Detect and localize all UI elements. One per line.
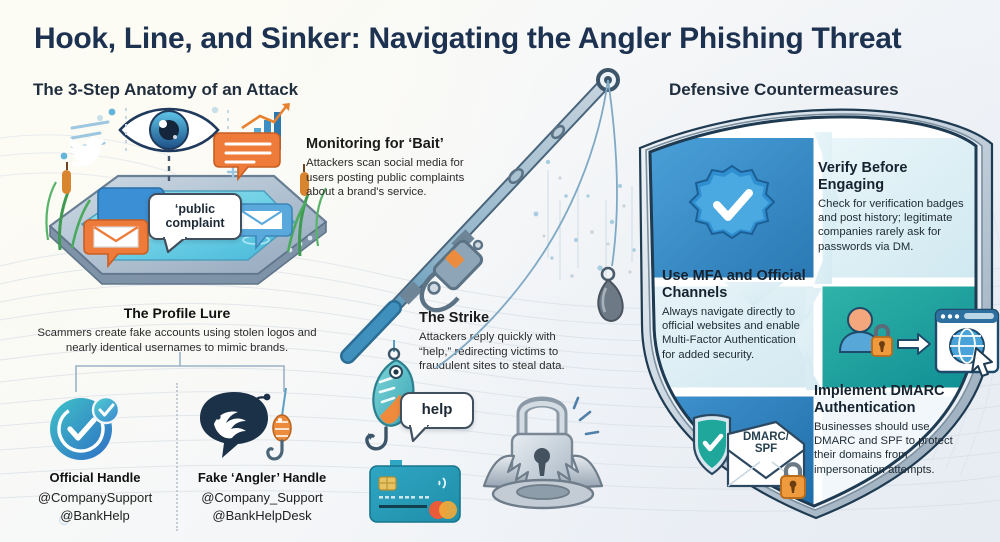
dmarc-envelope-label-1: DMARC/ — [743, 431, 790, 443]
chat-bubble-icon — [213, 132, 281, 182]
public-complaint-callout: ‘public complaint — [148, 193, 242, 253]
step-profile-lure-block: The Profile Lure Scammers create fake ac… — [22, 305, 332, 356]
countermeasure-mfa-body: Always navigate directly to official web… — [662, 305, 800, 361]
fishing-reel — [419, 239, 484, 313]
verified-seal-icon — [688, 164, 776, 240]
official-handle-account-1: @CompanySupport — [37, 490, 153, 505]
official-handle-block: Official Handle @CompanySupport @BankHel… — [20, 470, 170, 524]
fishing-rod-icon — [340, 68, 624, 369]
fishing-lure-fish-icon — [365, 340, 415, 451]
cattail-right — [286, 164, 327, 257]
dmarc-envelope-label-2: SPF — [755, 443, 777, 455]
step-monitoring-heading: Monitoring for ‘Bait’ — [306, 136, 444, 152]
bear-trap-jaws — [482, 454, 604, 510]
handle-connector-lines — [75, 352, 285, 392]
email-bubble-icon — [83, 219, 149, 269]
fake-handle-block: Fake ‘Angler’ Handle @Company_Support @B… — [182, 470, 342, 524]
email-bubble-blue-icon — [231, 203, 293, 251]
fake-handle-heading: Fake ‘Angler’ Handle — [197, 470, 327, 485]
user-lock-to-browser-icon — [838, 307, 1000, 377]
right-section-heading: Defensive Countermeasures — [669, 80, 899, 99]
anglerfish-hook-icon — [200, 388, 292, 461]
official-handle-heading: Official Handle — [49, 470, 141, 485]
help-callout-tail — [408, 424, 430, 442]
callout-tail — [162, 237, 188, 253]
step-monitoring-body: Attackers scan social media for users po… — [306, 157, 465, 199]
fake-handle-account-1: @Company_Support — [201, 490, 323, 505]
countermeasure-mfa-heading: Use MFA and Official Channels — [662, 268, 806, 301]
verified-badge-icon — [50, 395, 121, 460]
fake-handle-account-2: @BankHelpDesk — [212, 507, 312, 523]
countermeasure-dmarc-heading: Implement DMARC Authentication — [814, 383, 945, 416]
padlock-bear-trap-icon — [482, 396, 604, 510]
sinker-weight-icon — [597, 266, 624, 322]
handles-divider — [176, 383, 178, 531]
step-profile-lure-body: Scammers create fake accounts using stol… — [37, 326, 317, 354]
countermeasure-verify-heading: Verify Before Engaging — [818, 160, 908, 193]
step-monitoring-block: Monitoring for ‘Bait’ Attackers scan soc… — [306, 136, 470, 200]
countermeasure-verify-body: Check for verification badges and post h… — [818, 197, 964, 253]
countermeasure-verify-block: Verify Before Engaging Check for verific… — [818, 160, 968, 254]
countermeasure-mfa-block: Use MFA and Official Channels Always nav… — [662, 268, 808, 362]
official-handle-account-2: @BankHelp — [60, 507, 130, 523]
step-strike-heading: The Strike — [419, 310, 490, 326]
credit-card-icon — [369, 460, 461, 523]
secure-email-shield-icon: DMARC/ SPF — [692, 413, 806, 499]
left-section-heading: The 3-Step Anatomy of an Attack — [33, 80, 299, 99]
page-title: Hook, Line, and Sinker: Navigating the A… — [34, 22, 902, 55]
cattail-left — [45, 162, 92, 251]
step-profile-lure-heading: The Profile Lure — [123, 305, 231, 321]
defensive-shield-illustration: DMARC/ SPF — [638, 108, 1000, 520]
countermeasure-dmarc-block: Implement DMARC Authentication Businesse… — [814, 383, 964, 477]
help-callout: help — [400, 392, 474, 442]
eye-monitoring-icon — [118, 107, 220, 182]
countermeasure-dmarc-body: Businesses should use DMARC and SPF to p… — [814, 420, 953, 476]
